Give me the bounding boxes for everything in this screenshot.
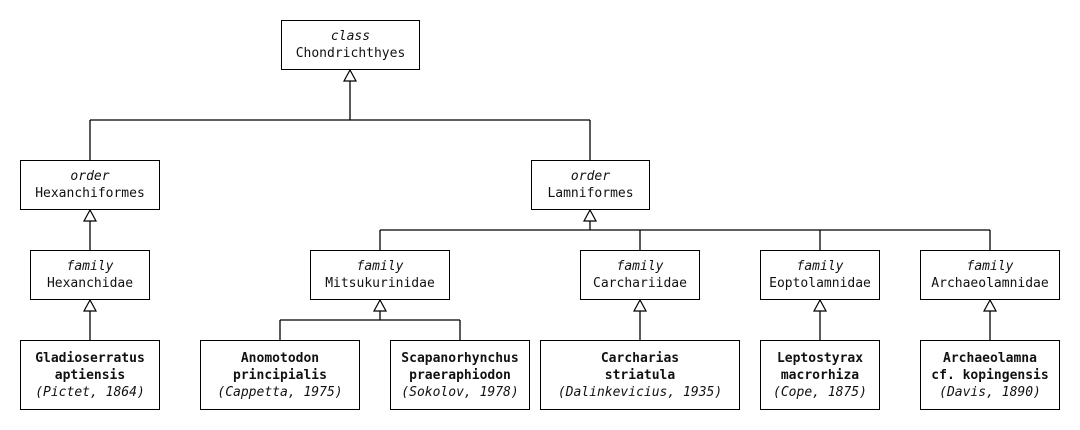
inheritance-arrow-icon bbox=[632, 298, 648, 312]
taxon-name: Archaeolamnidae bbox=[931, 276, 1049, 291]
edge-eoptolamnidae-leptostyrax bbox=[812, 298, 828, 340]
taxon-name: Mitsukurinidae bbox=[325, 276, 435, 291]
species-author: (Dalinkevicius, 1935) bbox=[557, 384, 723, 400]
species-author: (Cope, 1875) bbox=[773, 384, 867, 400]
inheritance-arrow-icon bbox=[372, 298, 388, 312]
node-family-archaeolamnidae: family Archaeolamnidae bbox=[920, 250, 1060, 300]
species-name-line2: praeraphiodon bbox=[409, 367, 511, 383]
node-order-lamniformes: order Lamniformes bbox=[531, 160, 650, 210]
rank-label: family bbox=[356, 259, 404, 274]
species-name-line1: Anomotodon bbox=[240, 350, 320, 366]
node-order-hexanchiformes: order Hexanchiformes bbox=[20, 160, 160, 210]
inheritance-arrow-icon bbox=[582, 208, 598, 222]
species-author: (Cappetta, 1975) bbox=[217, 384, 343, 400]
node-class-chondrichthyes: class Chondrichthyes bbox=[281, 20, 420, 70]
node-species-leptostyrax: Leptostyrax macrorhiza (Cope, 1875) bbox=[760, 340, 880, 410]
node-family-eoptolamnidae: family Eoptolamnidae bbox=[760, 250, 880, 300]
species-name-line1: Archaeolamna bbox=[943, 350, 1037, 366]
rank-label: order bbox=[70, 169, 110, 184]
inheritance-arrow-icon bbox=[342, 68, 358, 82]
rank-label: order bbox=[570, 169, 611, 184]
inheritance-arrow-icon bbox=[82, 298, 98, 312]
edge-class-orders bbox=[89, 68, 591, 160]
rank-label: family bbox=[616, 259, 664, 274]
inheritance-arrow-icon bbox=[982, 298, 998, 312]
taxon-name: Lamniformes bbox=[547, 186, 634, 201]
taxon-name: Eoptolamnidae bbox=[769, 276, 871, 291]
species-name-line1: Carcharias bbox=[600, 350, 680, 366]
taxon-name: Chondrichthyes bbox=[295, 46, 406, 61]
species-name-line1: Scapanorhynchus bbox=[401, 350, 519, 366]
species-name-line2: cf. kopingensis bbox=[931, 367, 1049, 383]
node-species-carcharias: Carcharias striatula (Dalinkevicius, 193… bbox=[540, 340, 740, 410]
edge-lamniformes-families bbox=[379, 208, 991, 250]
node-species-scapanorhynchus: Scapanorhynchus praeraphiodon (Sokolov, … bbox=[390, 340, 530, 410]
edge-archaeolamnidae-archaeolamna bbox=[982, 298, 998, 340]
node-species-gladioserratus: Gladioserratus aptiensis (Pictet, 1864) bbox=[20, 340, 160, 410]
rank-label: class bbox=[330, 29, 371, 44]
node-family-mitsukurinidae: family Mitsukurinidae bbox=[310, 250, 450, 300]
inheritance-arrow-icon bbox=[82, 208, 98, 222]
taxon-name: Carchariidae bbox=[593, 276, 687, 291]
node-species-anomotodon: Anomotodon principialis (Cappetta, 1975) bbox=[200, 340, 360, 410]
taxon-name: Hexanchidae bbox=[46, 276, 134, 291]
rank-label: family bbox=[796, 259, 844, 274]
edge-hexanchiformes-hexanchidae bbox=[82, 208, 98, 250]
species-name-line1: Gladioserratus bbox=[35, 350, 145, 366]
inheritance-arrow-icon bbox=[812, 298, 828, 312]
species-author: (Pictet, 1864) bbox=[35, 384, 145, 400]
node-family-carchariidae: family Carchariidae bbox=[580, 250, 700, 300]
node-family-hexanchidae: family Hexanchidae bbox=[30, 250, 150, 300]
species-name-line2: aptiensis bbox=[54, 367, 126, 383]
species-name-line2: principialis bbox=[233, 367, 327, 383]
edge-carchariidae-carcharias bbox=[632, 298, 648, 340]
species-name-line2: macrorhiza bbox=[780, 367, 860, 383]
species-name-line2: striatula bbox=[604, 367, 676, 383]
species-author: (Sokolov, 1978) bbox=[401, 384, 519, 400]
taxon-name: Hexanchiformes bbox=[35, 186, 145, 201]
species-name-line1: Leptostyrax bbox=[776, 350, 864, 366]
species-author: (Davis, 1890) bbox=[939, 384, 1041, 400]
rank-label: family bbox=[966, 259, 1014, 274]
edge-hexanchidae-gladioserratus bbox=[82, 298, 98, 340]
rank-label: family bbox=[66, 259, 114, 274]
edge-mitsukurinidae-species bbox=[279, 298, 461, 340]
node-species-archaeolamna: Archaeolamna cf. kopingensis (Davis, 189… bbox=[920, 340, 1060, 410]
